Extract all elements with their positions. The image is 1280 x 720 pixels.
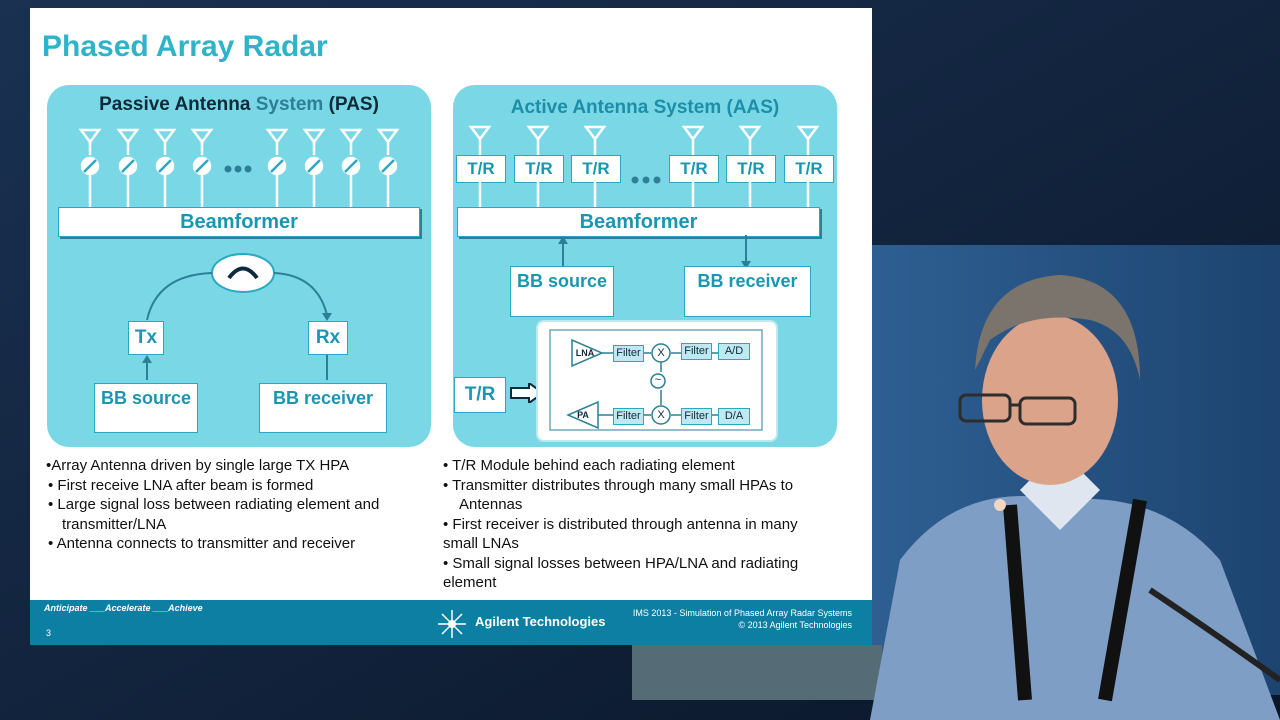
- tr-module: T/R: [784, 155, 834, 183]
- tr-module-detail: LNA Filter X Filter A/D ~ PA Filter X Fi…: [536, 320, 778, 442]
- tr-module-detail-source: T/R: [454, 377, 506, 413]
- antenna-element-icon: [339, 128, 363, 210]
- pas-panel: Passive Antenna System (PAS) Beamformer: [47, 85, 431, 447]
- bullet-item: • Small signal losses between HPA/LNA an…: [443, 554, 799, 572]
- antenna-element-icon: [526, 125, 550, 155]
- ellipsis-dots-icon: [224, 165, 252, 173]
- pas-panel-title: Passive Antenna System (PAS): [99, 94, 379, 115]
- aas-bb-receiver: BB receiver: [684, 266, 811, 317]
- antenna-element-icon: [302, 128, 326, 210]
- pa-label: PA: [577, 410, 589, 420]
- tr-module: T/R: [669, 155, 719, 183]
- mixer-icon: [651, 405, 671, 425]
- if-filter-tx: Filter: [681, 408, 712, 425]
- antenna-element-icon: [190, 128, 214, 210]
- da-converter: D/A: [718, 408, 750, 425]
- footer-tagline: Anticipate ___Accelerate ___Achieve: [44, 603, 203, 613]
- tr-module: T/R: [726, 155, 776, 183]
- pas-bb-receiver: BB receiver: [259, 383, 387, 433]
- bullet-item: small LNAs: [443, 535, 519, 552]
- if-filter-rx: Filter: [681, 343, 712, 360]
- tx-block: Tx: [128, 321, 164, 355]
- bullet-item: •Array Antenna driven by single large TX…: [46, 457, 350, 474]
- pa-icon: [566, 400, 599, 430]
- tx-mixer-label: X: [657, 409, 665, 421]
- aas-bullet-list: • T/R Module behind each radiating eleme…: [443, 456, 798, 593]
- speaker-figure: [870, 275, 1280, 720]
- bullet-item: • T/R Module behind each radiating eleme…: [443, 457, 735, 474]
- circulator-icon: [211, 253, 275, 293]
- agilent-spark-logo-icon: [438, 610, 466, 638]
- aas-antenna-array: [468, 125, 820, 155]
- company-name: Agilent Technologies: [475, 614, 606, 629]
- rx-mixer-label: X: [657, 347, 665, 359]
- aas-panel-title: Active Antenna System (AAS): [510, 97, 780, 118]
- bullet-item: • Antenna connects to transmitter and re…: [48, 535, 356, 552]
- rx-block: Rx: [308, 321, 348, 355]
- antenna-element-icon: [376, 128, 400, 210]
- antenna-element-icon: [681, 125, 705, 155]
- bullet-item: transmitter/LNA: [62, 515, 167, 533]
- ellipsis-dots-icon: [631, 176, 661, 184]
- conference-info: IMS 2013 - Simulation of Phased Array Ra…: [632, 608, 852, 630]
- aas-bb-source: BB source: [510, 266, 614, 317]
- antenna-element-icon: [78, 128, 102, 210]
- slide-number: 3: [46, 628, 52, 638]
- rx-filter: Filter: [613, 345, 644, 362]
- slide-title: Phased Array Radar: [42, 30, 328, 63]
- antenna-element-icon: [583, 125, 607, 155]
- tr-module: T/R: [571, 155, 621, 183]
- pas-antenna-array: [78, 128, 400, 210]
- antenna-element-icon: [796, 125, 820, 155]
- antenna-element-icon: [116, 128, 140, 210]
- antenna-element-icon: [468, 125, 492, 155]
- lo-label: ~: [654, 374, 662, 386]
- tx-filter: Filter: [613, 408, 644, 425]
- bullet-item: element: [443, 574, 497, 591]
- pas-beamformer: Beamformer: [58, 207, 420, 237]
- bullet-item: • First receive LNA after beam is formed: [48, 476, 314, 494]
- mixer-icon: [651, 343, 671, 363]
- aas-panel: Active Antenna System (AAS) T/R T/R T/R …: [453, 85, 837, 447]
- tr-chain-lines: [549, 329, 763, 431]
- pas-signal-flow: [142, 253, 332, 380]
- bullet-item: • Large signal loss between radiating el…: [48, 496, 380, 513]
- aas-beamformer: Beamformer: [457, 207, 820, 237]
- tr-module: T/R: [514, 155, 564, 183]
- bullet-item: • Transmitter distributes through many s…: [443, 476, 794, 494]
- ad-converter: A/D: [718, 343, 750, 360]
- presentation-slide: Phased Array Radar Passive Antenna Syste…: [30, 8, 872, 645]
- bullet-item: • First receiver is distributed through …: [443, 515, 798, 533]
- pas-bb-source: BB source: [94, 383, 198, 433]
- pas-bullet-list: •Array Antenna driven by single large TX…: [46, 456, 379, 554]
- tr-module: T/R: [456, 155, 506, 183]
- local-oscillator-icon: [650, 373, 666, 389]
- antenna-element-icon: [265, 128, 289, 210]
- antenna-element-icon: [153, 128, 177, 210]
- lna-label: LNA: [575, 348, 595, 358]
- antenna-element-icon: [738, 125, 762, 155]
- lna-icon: [571, 338, 604, 368]
- bullet-item: Antennas: [459, 496, 523, 513]
